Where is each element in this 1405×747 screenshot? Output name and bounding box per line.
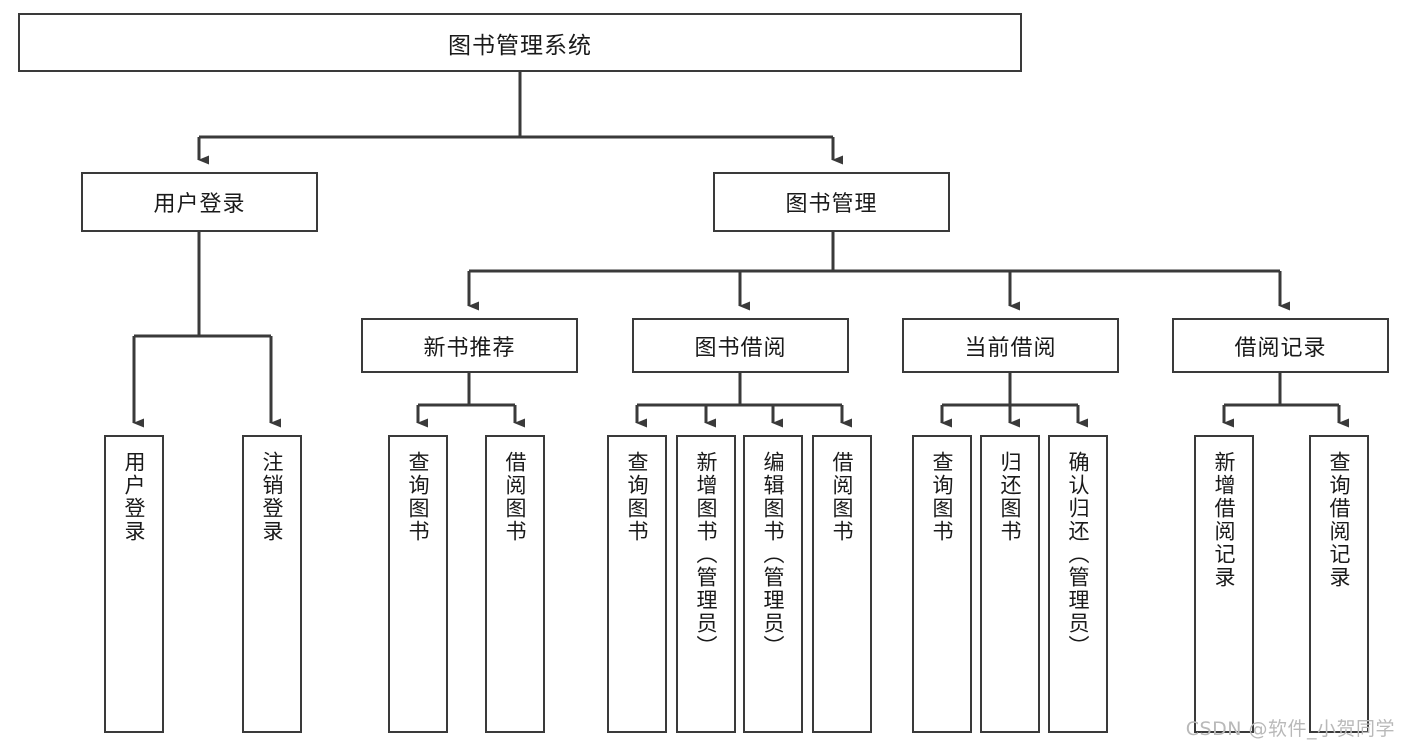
node-current-borrow-label: 当前借阅 — [964, 335, 1057, 361]
node-book-management-label: 图书管理 — [785, 192, 878, 217]
leaf-book-borrow-query[interactable]: 查询图书 — [607, 435, 667, 733]
leaf-current-borrow-query[interactable]: 查询图书 — [912, 435, 972, 733]
node-user-login-label: 用户登录 — [153, 192, 246, 217]
leaf-user-login-login-label: 用户登录 — [122, 451, 147, 543]
leaf-borrow-record-add-label: 新增借阅记录 — [1212, 451, 1237, 589]
csdn-watermark: CSDN @软件_小贺同学 — [1185, 718, 1395, 740]
leaf-current-borrow-return-label: 归还图书 — [998, 451, 1023, 543]
node-new-book-recommend[interactable]: 新书推荐 — [361, 318, 578, 373]
leaf-book-borrow-query-label: 查询图书 — [625, 451, 650, 543]
leaf-new-book-query[interactable]: 查询图书 — [388, 435, 448, 733]
leaf-borrow-record-query[interactable]: 查询借阅记录 — [1309, 435, 1369, 733]
leaf-current-borrow-confirm-return-label: 确认归还（管理员） — [1066, 451, 1091, 658]
node-book-borrow-label: 图书借阅 — [694, 335, 787, 361]
leaf-current-borrow-query-label: 查询图书 — [930, 451, 955, 543]
node-book-borrow[interactable]: 图书借阅 — [632, 318, 849, 373]
leaf-book-borrow-borrow[interactable]: 借阅图书 — [812, 435, 872, 733]
leaf-borrow-record-query-label: 查询借阅记录 — [1327, 451, 1352, 589]
leaf-borrow-record-add[interactable]: 新增借阅记录 — [1194, 435, 1254, 733]
leaf-new-book-query-label: 查询图书 — [406, 451, 431, 543]
leaf-book-borrow-edit[interactable]: 编辑图书（管理员） — [743, 435, 803, 733]
leaf-current-borrow-return[interactable]: 归还图书 — [980, 435, 1040, 733]
node-user-login[interactable]: 用户登录 — [81, 172, 318, 232]
leaf-book-borrow-edit-label: 编辑图书（管理员） — [761, 451, 786, 658]
node-root-system-label: 图书管理系统 — [448, 32, 592, 59]
leaf-book-borrow-add-label: 新增图书（管理员） — [694, 451, 719, 658]
node-borrow-record-label: 借阅记录 — [1234, 335, 1327, 361]
node-current-borrow[interactable]: 当前借阅 — [902, 318, 1119, 373]
leaf-current-borrow-confirm-return[interactable]: 确认归还（管理员） — [1048, 435, 1108, 733]
node-new-book-recommend-label: 新书推荐 — [423, 335, 516, 361]
node-book-management[interactable]: 图书管理 — [713, 172, 950, 232]
leaf-new-book-borrow[interactable]: 借阅图书 — [485, 435, 545, 733]
leaf-book-borrow-add[interactable]: 新增图书（管理员） — [676, 435, 736, 733]
leaf-book-borrow-borrow-label: 借阅图书 — [830, 451, 855, 543]
node-borrow-record[interactable]: 借阅记录 — [1172, 318, 1389, 373]
node-root-system[interactable]: 图书管理系统 — [18, 13, 1022, 72]
leaf-user-login-logout-label: 注销登录 — [260, 451, 285, 543]
leaf-user-login-login[interactable]: 用户登录 — [104, 435, 164, 733]
leaf-new-book-borrow-label: 借阅图书 — [503, 451, 528, 543]
leaf-user-login-logout[interactable]: 注销登录 — [242, 435, 302, 733]
